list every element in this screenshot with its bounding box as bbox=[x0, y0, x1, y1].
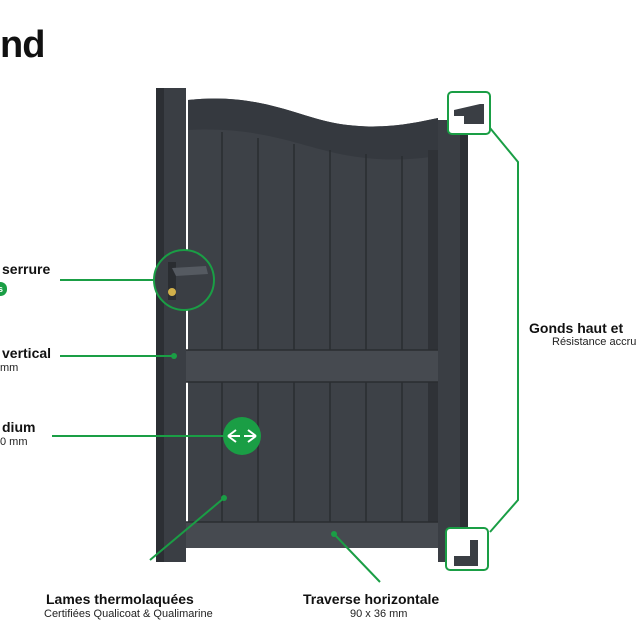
sub-lames: Certifiées Qualicoat & Qualimarine bbox=[44, 608, 213, 620]
badge-serrure: s bbox=[0, 282, 8, 296]
bottom-rail bbox=[186, 522, 438, 548]
gate-stile-right bbox=[428, 150, 438, 548]
gate-slats bbox=[221, 132, 403, 522]
gate-top-frame bbox=[188, 98, 438, 160]
bottom-hinge-icon bbox=[445, 527, 489, 571]
label-medium: dium bbox=[2, 419, 36, 435]
horizontal-traverse bbox=[186, 350, 438, 382]
traverse-connector bbox=[333, 533, 381, 583]
sub-gonds: Résistance accru bbox=[552, 336, 637, 348]
page-title: nd bbox=[0, 24, 45, 66]
sub-vertical: mm bbox=[0, 362, 19, 374]
label-traverse: Traverse horizontale bbox=[303, 591, 440, 607]
sub-traverse: 90 x 36 mm bbox=[350, 608, 408, 620]
top-hinge-icon bbox=[447, 91, 491, 135]
door-handle-icon bbox=[153, 249, 215, 311]
label-serrure: serrure bbox=[2, 261, 51, 277]
double-arrow-icon bbox=[223, 417, 261, 455]
label-vertical: vertical bbox=[2, 345, 52, 361]
label-gonds: Gonds haut et bbox=[529, 320, 624, 336]
label-lames: Lames thermolaquées bbox=[46, 591, 194, 607]
right-post-edge bbox=[460, 120, 468, 562]
sub-medium: 0 mm bbox=[0, 436, 28, 448]
gonds-connector bbox=[489, 127, 519, 533]
gate-panel bbox=[188, 98, 438, 548]
lames-connector bbox=[149, 497, 225, 561]
left-post-edge bbox=[156, 88, 164, 562]
